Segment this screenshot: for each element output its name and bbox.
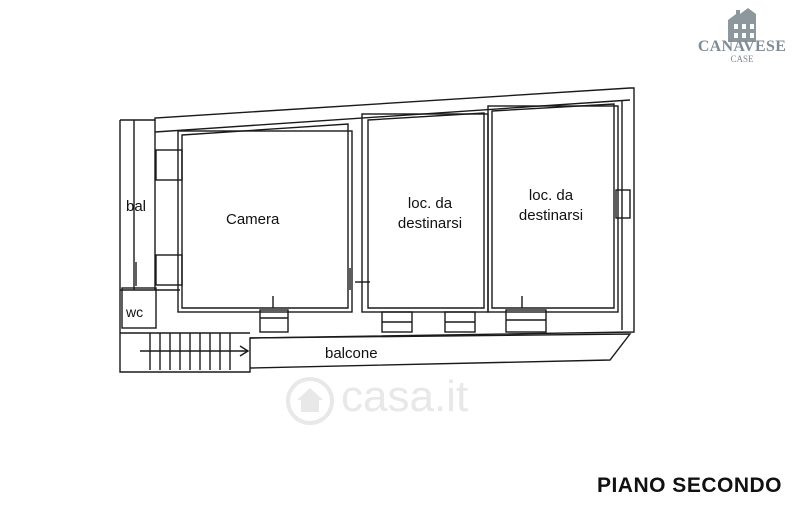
- camera-room: [181, 123, 349, 309]
- label-wc: wc: [126, 304, 144, 320]
- balcony-outline: [249, 333, 632, 369]
- logo-brand: CANAVESE: [697, 38, 787, 55]
- house-icon: [286, 377, 334, 425]
- label-balcone: balcone: [325, 345, 378, 362]
- logo: CANAVESE CASE: [690, 8, 794, 68]
- label-loc1-line1: loc. da: [407, 195, 453, 212]
- wc-room: [121, 287, 157, 329]
- label-loc2-line2: destinarsi: [518, 207, 584, 224]
- staircase: [140, 333, 250, 370]
- watermark: casa.it: [285, 370, 535, 430]
- outer-wall: [119, 87, 635, 373]
- floor-title: PIANO SECONDO: [596, 474, 782, 497]
- loc1-room: [367, 112, 485, 309]
- logo-building-icon: [728, 8, 756, 42]
- label-loc1-line2: destinarsi: [397, 215, 463, 232]
- watermark-text: casa.it: [341, 372, 469, 421]
- logo-sub: CASE: [730, 54, 754, 64]
- label-loc2-line1: loc. da: [528, 187, 574, 204]
- label-bal: bal: [126, 198, 147, 215]
- walls: [119, 87, 635, 373]
- label-camera: Camera: [226, 211, 280, 228]
